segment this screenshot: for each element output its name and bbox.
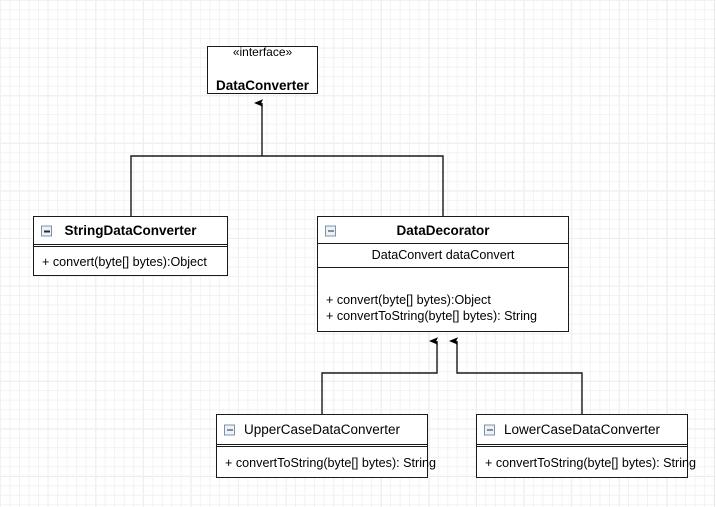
compartment-divider-methods <box>318 267 568 268</box>
class-box-upper-case-data-converter[interactable]: UpperCaseDataConverter + convertToString… <box>216 414 437 478</box>
class-box-data-converter[interactable]: «interface» DataConverter <box>207 45 318 94</box>
method-list-upper-case-data-converter: + convertToString(byte[] bytes): String <box>217 456 437 472</box>
class-title-data-converter: «interface» DataConverter <box>216 28 309 112</box>
collapse-minus-icon[interactable] <box>41 225 52 237</box>
attribute-list-data-decorator: DataConvert dataConvert <box>318 248 568 264</box>
class-box-lower-case-data-converter[interactable]: LowerCaseDataConverter + convertToString… <box>476 414 697 478</box>
method-list-data-decorator: + convert(byte[] bytes):Object + convert… <box>318 293 568 324</box>
class-name-label: DataConverter <box>215 78 310 94</box>
method-item: + convert(byte[] bytes):Object <box>42 255 207 269</box>
collapse-minus-icon[interactable] <box>484 424 495 435</box>
compartment-divider <box>477 444 687 447</box>
class-name-label: DataDecorator <box>396 222 490 238</box>
class-name-label: StringDataConverter <box>64 223 197 239</box>
method-item: + convertToString(byte[] bytes): String <box>326 308 538 323</box>
compartment-divider <box>34 244 227 247</box>
edge-lowercase-to-datadecorator <box>449 337 583 414</box>
method-item: + convertToString(byte[] bytes): String <box>225 456 437 470</box>
class-title-compartment-string-data-converter: StringDataConverter <box>34 217 227 245</box>
compartment-divider <box>217 444 427 447</box>
class-name-label: LowerCaseDataConverter <box>503 421 661 437</box>
edge-uppercase-to-datadecorator <box>321 337 438 414</box>
method-list-string-data-converter: + convert(byte[] bytes):Object <box>34 255 227 271</box>
method-item: + convert(byte[] bytes):Object <box>326 293 491 307</box>
class-name-label: UpperCaseDataConverter <box>243 421 401 437</box>
class-title-compartment-upper-case-data-converter: UpperCaseDataConverter <box>217 415 427 444</box>
class-stereotype-label: «interface» <box>232 45 293 60</box>
method-item: + convertToString(byte[] bytes): String <box>485 456 697 470</box>
class-title-compartment-lower-case-data-converter: LowerCaseDataConverter <box>477 415 687 444</box>
class-title-compartment-data-decorator: DataDecorator <box>318 217 568 244</box>
class-title-compartment-data-converter: «interface» DataConverter <box>208 45 317 93</box>
class-box-data-decorator[interactable]: DataDecorator DataConvert dataConvert + … <box>317 216 569 332</box>
collapse-minus-icon[interactable] <box>224 424 235 435</box>
class-box-string-data-converter[interactable]: StringDataConverter + convert(byte[] byt… <box>33 216 228 276</box>
edge-implements-dataconverter <box>130 99 444 216</box>
compartment-divider-attributes <box>318 243 568 244</box>
method-list-lower-case-data-converter: + convertToString(byte[] bytes): String <box>477 456 697 472</box>
attribute-item: DataConvert dataConvert <box>371 248 515 262</box>
collapse-minus-icon[interactable] <box>325 225 336 236</box>
